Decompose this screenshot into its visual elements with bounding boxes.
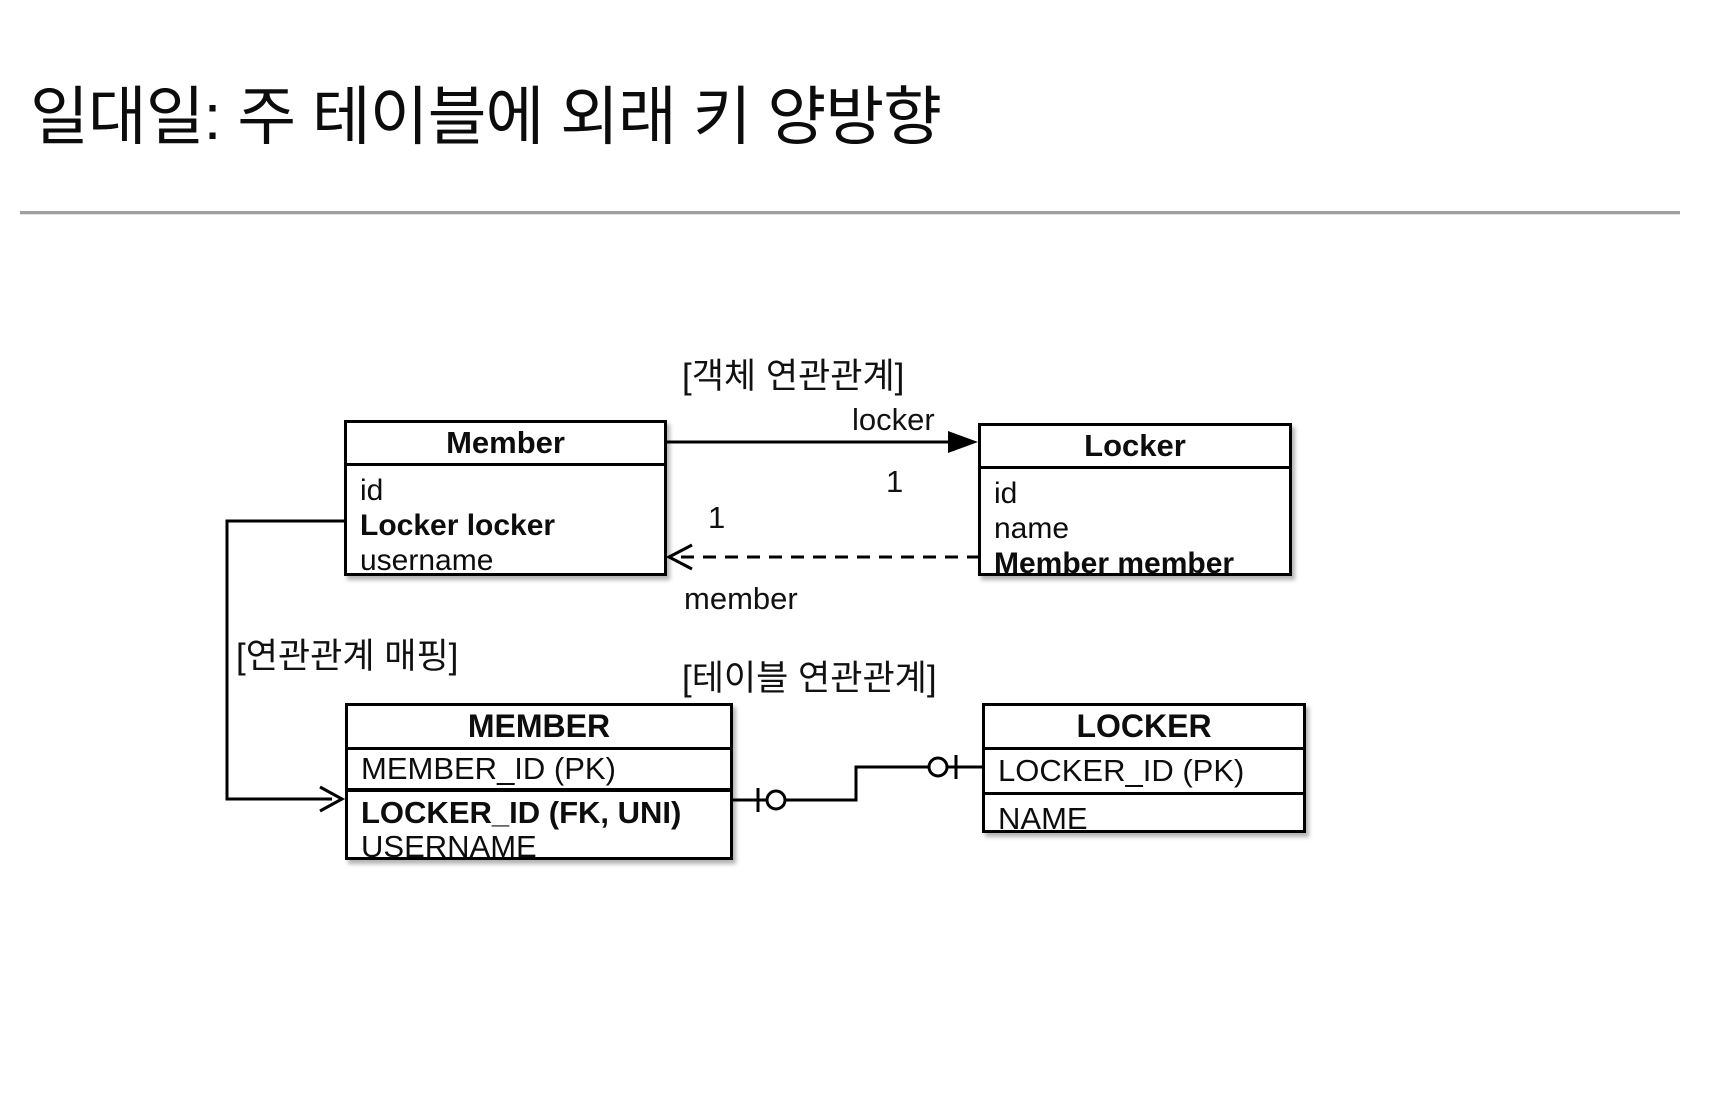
locker-entity-box: Locker id name Member member [978,423,1292,580]
field-member: Member member [994,547,1235,580]
page-title: 일대일: 주 테이블에 외래 키 양방향 [30,81,942,153]
locker-table-title: LOCKER [985,706,1303,750]
member-entity-fields: id Locker locker username [347,466,664,578]
locker-id-pk-column: LOCKER_ID (PK) [985,750,1303,795]
locker-table-columns: NAME [985,795,1303,839]
username-column: USERNAME [361,829,537,864]
title-divider [20,211,1680,215]
locker-id-fk-column: LOCKER_ID (FK, UNI) [361,795,682,830]
field-id: id [360,474,384,507]
member-table-columns: LOCKER_ID (FK, UNI) USERNAME [348,792,730,864]
member-id-pk-column: MEMBER_ID (PK) [348,750,730,792]
member-entity-title: Member [347,423,664,466]
table-relationship-line [733,765,982,802]
mapping-label: [연관관계 매핑] [236,637,459,676]
locker-reference-label: locker [852,402,935,437]
object-association-label: [객체 연관관계] [682,357,905,396]
member-entity-box: Member id Locker locker username [344,420,667,578]
member-table-box: MEMBER MEMBER_ID (PK) LOCKER_ID (FK, UNI… [345,703,733,864]
zero-circle-locker-end-icon [927,756,949,778]
table-association-label: [테이블 연관관계] [682,659,937,698]
field-name: name [994,512,1070,545]
member-reference-arrowhead [665,543,693,571]
locker-table-box: LOCKER LOCKER_ID (PK) NAME [982,703,1306,836]
mapping-connector-arrowhead [319,785,346,813]
member-multiplicity: 1 [708,500,726,535]
member-table-title: MEMBER [348,706,730,750]
zero-circle-member-end-icon [765,789,787,811]
field-id: id [994,477,1018,510]
field-locker: Locker locker [360,509,556,542]
member-reference-label: member [684,581,798,616]
name-column: NAME [998,801,1088,836]
locker-multiplicity: 1 [886,464,904,499]
locker-entity-fields: id name Member member [981,469,1289,581]
field-username: username [360,544,494,577]
locker-entity-title: Locker [981,426,1289,469]
locker-reference-arrowhead [948,431,978,453]
